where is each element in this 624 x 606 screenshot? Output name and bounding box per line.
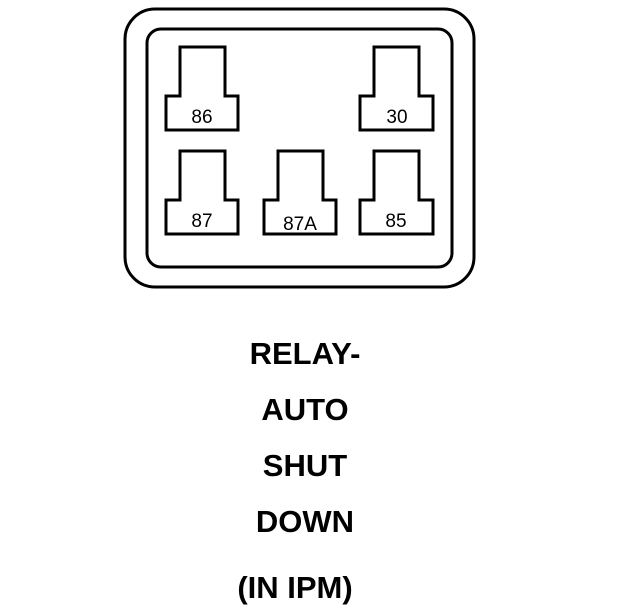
- pin-30-label: 30: [386, 107, 407, 128]
- caption-line-shut: SHUT: [262, 448, 348, 483]
- pin-86: 86: [164, 45, 240, 132]
- connector-outer-shell: [123, 7, 476, 289]
- pin-30: 30: [358, 45, 435, 132]
- connector-inner-shell: [145, 27, 454, 269]
- pin-87: 87: [164, 149, 240, 236]
- pin-87a: 87A: [262, 149, 338, 236]
- pin-85-label: 85: [385, 211, 406, 232]
- caption-line-auto: AUTO: [261, 392, 349, 427]
- pin-87-label: 87: [191, 211, 212, 232]
- caption-line-relay: RELAY-: [249, 336, 361, 371]
- caption-line-down: DOWN: [255, 504, 355, 539]
- caption-line-location: (IN IPM): [237, 570, 353, 605]
- relay-connector-diagram: 86 30 87 87A 85: [123, 7, 476, 289]
- pin-86-label: 86: [191, 107, 212, 128]
- pin-87a-label: 87A: [283, 214, 317, 235]
- pin-85: 85: [358, 149, 435, 236]
